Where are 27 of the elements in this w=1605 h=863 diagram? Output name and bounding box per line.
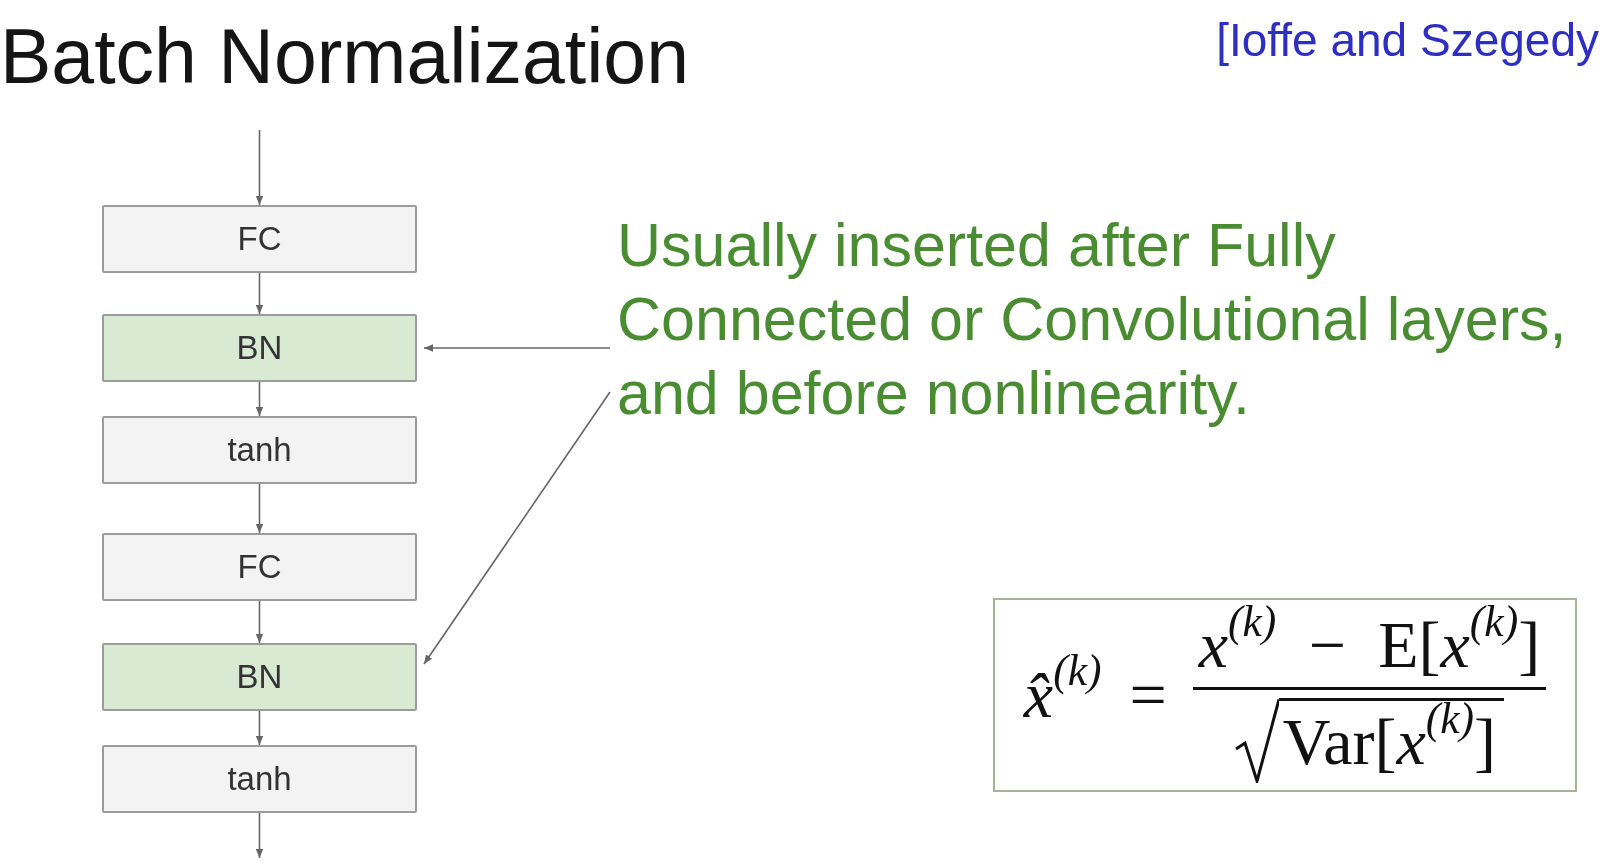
layer-label: FC	[237, 548, 282, 586]
layer-box	[102, 533, 417, 601]
slide-title: Batch Normalization	[0, 18, 689, 95]
formula-denominator: Var[x$^{(k)}$]	[1278, 698, 1505, 783]
formula-box	[993, 598, 1577, 792]
layer-label: BN	[236, 658, 283, 696]
layer-box	[102, 643, 417, 711]
layer-label: BN	[236, 329, 283, 367]
layer-label: tanh	[227, 431, 292, 469]
arrow	[423, 391, 611, 665]
annotation-text: Usually inserted after Fully Connected or Convolutional layers, and before nonlinearity.	[617, 208, 1592, 430]
layer-box	[102, 416, 417, 484]
arrow	[255, 272, 264, 315]
arrow	[423, 344, 611, 352]
layer-label: tanh	[227, 760, 292, 798]
arrow	[255, 483, 264, 534]
formula-numerator: x$^{(k)}$ − E[x$^{(k)}$]	[1197, 607, 1542, 683]
layer-box	[102, 745, 417, 813]
arrow	[255, 129, 264, 206]
arrow	[255, 710, 264, 746]
layer-box	[102, 314, 417, 382]
layer-box	[102, 205, 417, 273]
equals-sign: =	[1129, 658, 1167, 732]
layer-label: FC	[237, 220, 282, 258]
arrow	[255, 600, 264, 644]
arrow	[255, 381, 264, 417]
arrow	[255, 812, 264, 859]
